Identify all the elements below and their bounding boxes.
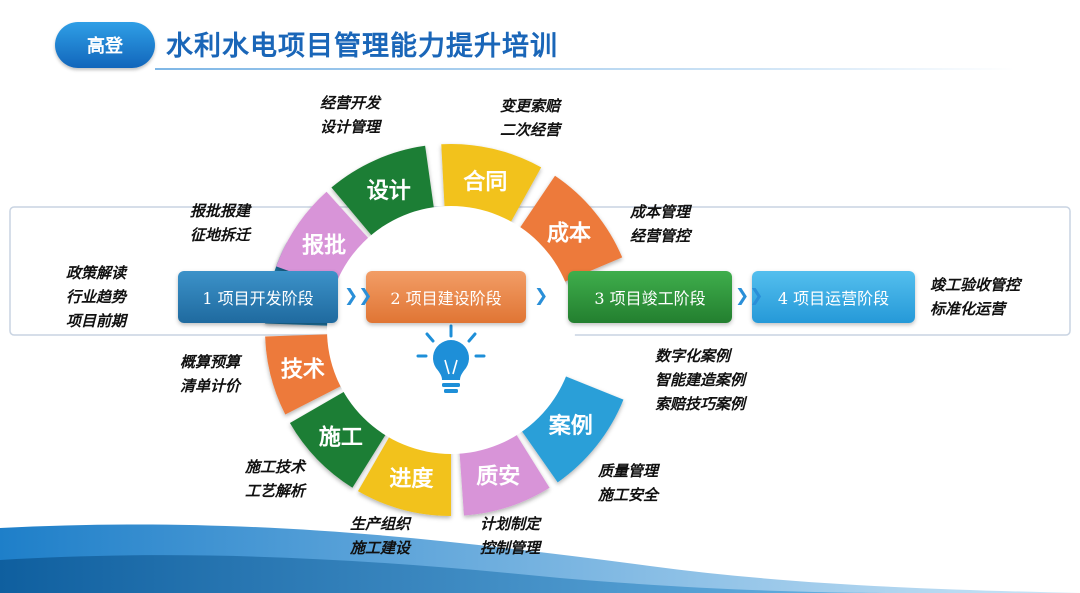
chevron-right-icon: ❯ xyxy=(534,286,549,306)
wheel-segment xyxy=(358,432,451,516)
wheel-segment-label: 合同 xyxy=(463,169,507,195)
title-underline xyxy=(155,68,1015,70)
author-badge: 高登 xyxy=(55,22,155,68)
stage-box-1[interactable]: 1 项目开发阶段 xyxy=(178,271,338,323)
wheel-segment xyxy=(516,175,623,284)
note-quality: 质量管理施工安全 xyxy=(598,462,659,504)
wheel-segment-label: 成本 xyxy=(547,222,591,247)
note-policy: 政策解读行业趋势项目前期 xyxy=(66,264,127,330)
wheel-segment xyxy=(518,374,624,483)
wheel-segment-label: 案例 xyxy=(548,413,593,439)
note-design: 经营开发设计管理 xyxy=(320,94,381,136)
note-price: 概算预算清单计价 xyxy=(180,353,241,395)
bottom-wave-dark xyxy=(0,555,900,593)
note-schedule: 计划制定控制管理 xyxy=(480,515,541,557)
wheel-segment-label: 报批 xyxy=(302,233,346,258)
stage-box-2[interactable]: 2 项目建设阶段 xyxy=(366,271,526,323)
wheel-segment-label: 质安 xyxy=(476,464,520,490)
lightbulb-icon xyxy=(416,324,486,393)
wheel-segment-label: 施工 xyxy=(319,424,363,450)
chevron-right-icon: ❯❯ xyxy=(735,286,764,306)
note-cost: 成本管理经营管控 xyxy=(630,203,691,245)
note-construction: 生产组织施工建设 xyxy=(350,515,411,557)
wheel-segment xyxy=(265,334,346,415)
page-title: 水利水电项目管理能力提升培训 xyxy=(166,31,558,62)
note-contract: 变更索赔二次经营 xyxy=(500,97,561,139)
wheel-segment xyxy=(459,430,550,516)
wheel-segment-label: 技术 xyxy=(281,357,325,382)
wheel-segment-label: 设计 xyxy=(367,179,411,204)
stage-box-4[interactable]: 4 项目运营阶段 xyxy=(752,271,915,323)
stage-box-3[interactable]: 3 项目竣工阶段 xyxy=(568,271,732,323)
chevron-right-icon: ❯❯ xyxy=(344,286,373,306)
note-tech: 施工技术工艺解析 xyxy=(245,458,306,500)
wheel-segments: 设计合同成本案例质安进度施工技术造价报批 xyxy=(265,144,624,516)
wheel-segment-label: 进度 xyxy=(389,466,434,492)
note-approval: 报批报建征地拆迁 xyxy=(190,202,251,244)
note-cases: 数字化案例智能建造案例索赔技巧案例 xyxy=(655,347,746,413)
note-completion: 竣工验收管控标准化运营 xyxy=(930,276,1021,318)
wheel-segment xyxy=(441,144,542,227)
